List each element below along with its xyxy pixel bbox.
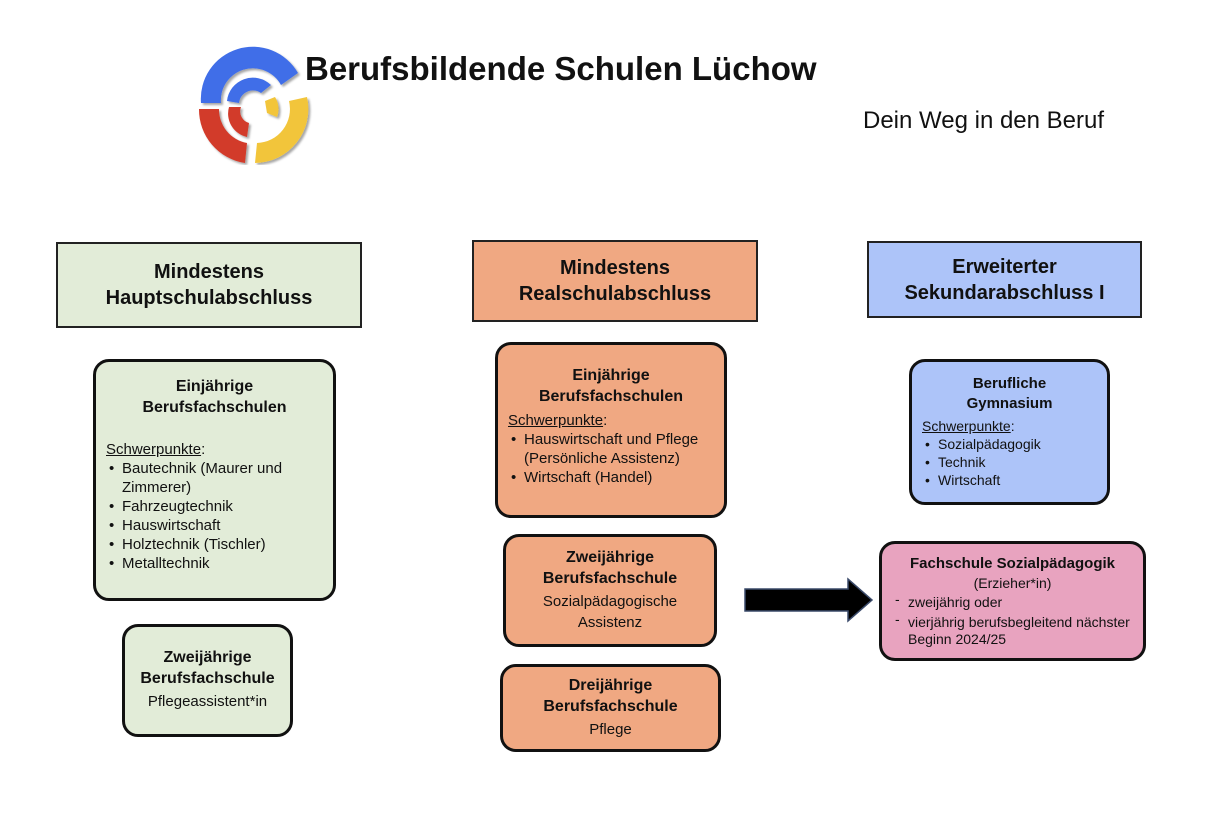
focus-label-row: Schwerpunkte: <box>922 418 1015 434</box>
card-subtitle-line-1: Sozialpädagogische <box>542 593 678 610</box>
list-item: zweijährig oder <box>892 591 1133 611</box>
focus-label: Schwerpunkte <box>922 418 1011 434</box>
list-item: Hauswirtschaft <box>106 516 323 535</box>
card-title-line-1: Berufliche <box>972 375 1047 392</box>
card-berufliche-gymnasium: Berufliche Gymnasium Schwerpunkte: Sozia… <box>909 359 1110 505</box>
card-title: Fachschule Sozialpädagogik <box>909 555 1116 572</box>
card-title: Zweijährige Berufsfachschule <box>135 647 280 689</box>
card-title-line-2: Berufsfachschulen <box>142 399 287 416</box>
list-item: Bautechnik (Maurer und Zimmerer) <box>106 459 323 497</box>
focus-label: Schwerpunkte <box>508 412 604 429</box>
focus-list: Bautechnik (Maurer und Zimmerer) Fahrzeu… <box>106 459 323 573</box>
card-zweijaehrige-berufsfachschule-sozialpaedagogische-assistenz: Zweijährige Berufsfachschule Sozialpädag… <box>503 534 717 647</box>
card-einjaehrige-berufsfachschulen-hauptschule: Einjährige Berufsfachschulen Schwerpunkt… <box>93 359 336 601</box>
card-title-line-2: Berufsfachschule <box>140 670 275 687</box>
focus-list: Sozialpädagogik Technik Wirtschaft <box>922 435 1097 489</box>
card-title: Berufliche Gymnasium <box>922 374 1097 414</box>
card-title-line-1: Zweijährige <box>565 549 655 566</box>
list-item: Wirtschaft <box>922 471 1097 489</box>
card-title-line-1: Zweijährige <box>163 649 252 666</box>
focus-label-row: Schwerpunkte: <box>508 412 608 429</box>
card-title-line-2: Berufsfachschulen <box>538 388 684 405</box>
card-title-line-2: Berufsfachschule <box>543 698 678 715</box>
arrow-right-icon <box>744 577 874 623</box>
list-item: Fahrzeugtechnik <box>106 497 323 516</box>
card-title-line-1: Einjährige <box>175 378 254 395</box>
card-title: Einjährige Berufsfachschulen <box>106 376 323 418</box>
card-title-line-1: Dreijährige <box>568 677 653 694</box>
column-heading-erweiterter-sekundarabschluss: Erweiterter Sekundarabschluss I <box>867 241 1142 318</box>
card-title: Einjährige Berufsfachschulen <box>508 365 714 407</box>
list-item: Wirtschaft (Handel) <box>508 468 714 487</box>
card-title-line-2: Berufsfachschule <box>542 570 678 587</box>
card-einjaehrige-berufsfachschulen-realschule: Einjährige Berufsfachschulen Schwerpunkt… <box>495 342 727 518</box>
heading-line-1: Mindestens <box>153 261 265 283</box>
card-zweijaehrige-berufsfachschule-pflegeassistenz: Zweijährige Berufsfachschule Pflegeassis… <box>122 624 293 737</box>
card-title: Dreijährige Berufsfachschule <box>513 675 708 717</box>
column-heading-realschulabschluss: Mindestens Realschulabschluss <box>472 240 758 322</box>
card-subtitle: Pflege <box>589 721 632 738</box>
list-item: Technik <box>922 453 1097 471</box>
card-title-line-2: Gymnasium <box>966 395 1053 412</box>
column-heading-hauptschulabschluss: Mindestens Hauptschulabschluss <box>56 242 362 328</box>
list-item: Holztechnik (Tischler) <box>106 535 323 554</box>
card-subtitle: Pflegeassistent*in <box>147 693 268 710</box>
school-logo-icon <box>198 46 309 163</box>
heading-line-2: Hauptschulabschluss <box>105 287 313 309</box>
focus-label-row: Schwerpunkte: <box>106 441 206 458</box>
card-subtitle: (Erzieher*in) <box>973 575 1052 591</box>
list-item: Metalltechnik <box>106 554 323 573</box>
page-subtitle: Dein Weg in den Beruf <box>863 107 1105 134</box>
page-title: Berufsbildende Schulen Lüchow <box>305 50 817 87</box>
focus-list: Hauswirtschaft und Pflege (Persönliche A… <box>508 430 714 487</box>
list-item: vierjährig berufsbegleitend nächster Beg… <box>892 611 1133 648</box>
heading-line-1: Erweiterter <box>952 255 1057 278</box>
heading-line-2: Sekundarabschluss I <box>904 281 1105 304</box>
heading-line-1: Mindestens <box>559 257 671 279</box>
card-subtitle: Sozialpädagogische Assistenz <box>516 591 704 633</box>
list-item: Sozialpädagogik <box>922 435 1097 453</box>
card-title-line-1: Einjährige <box>572 367 650 384</box>
focus-label: Schwerpunkte <box>106 441 202 458</box>
card-fachschule-sozialpaedagogik: Fachschule Sozialpädagogik (Erzieher*in)… <box>879 541 1146 661</box>
card-title: Zweijährige Berufsfachschule <box>516 547 704 589</box>
card-dreijaehrige-berufsfachschule-pflege: Dreijährige Berufsfachschule Pflege <box>500 664 721 752</box>
option-list: zweijährig oder vierjährig berufsbegleit… <box>892 591 1133 648</box>
card-subtitle-line-2: Assistenz <box>577 614 643 631</box>
list-item: Hauswirtschaft und Pflege (Persönliche A… <box>508 430 714 468</box>
heading-line-2: Realschulabschluss <box>518 283 712 305</box>
